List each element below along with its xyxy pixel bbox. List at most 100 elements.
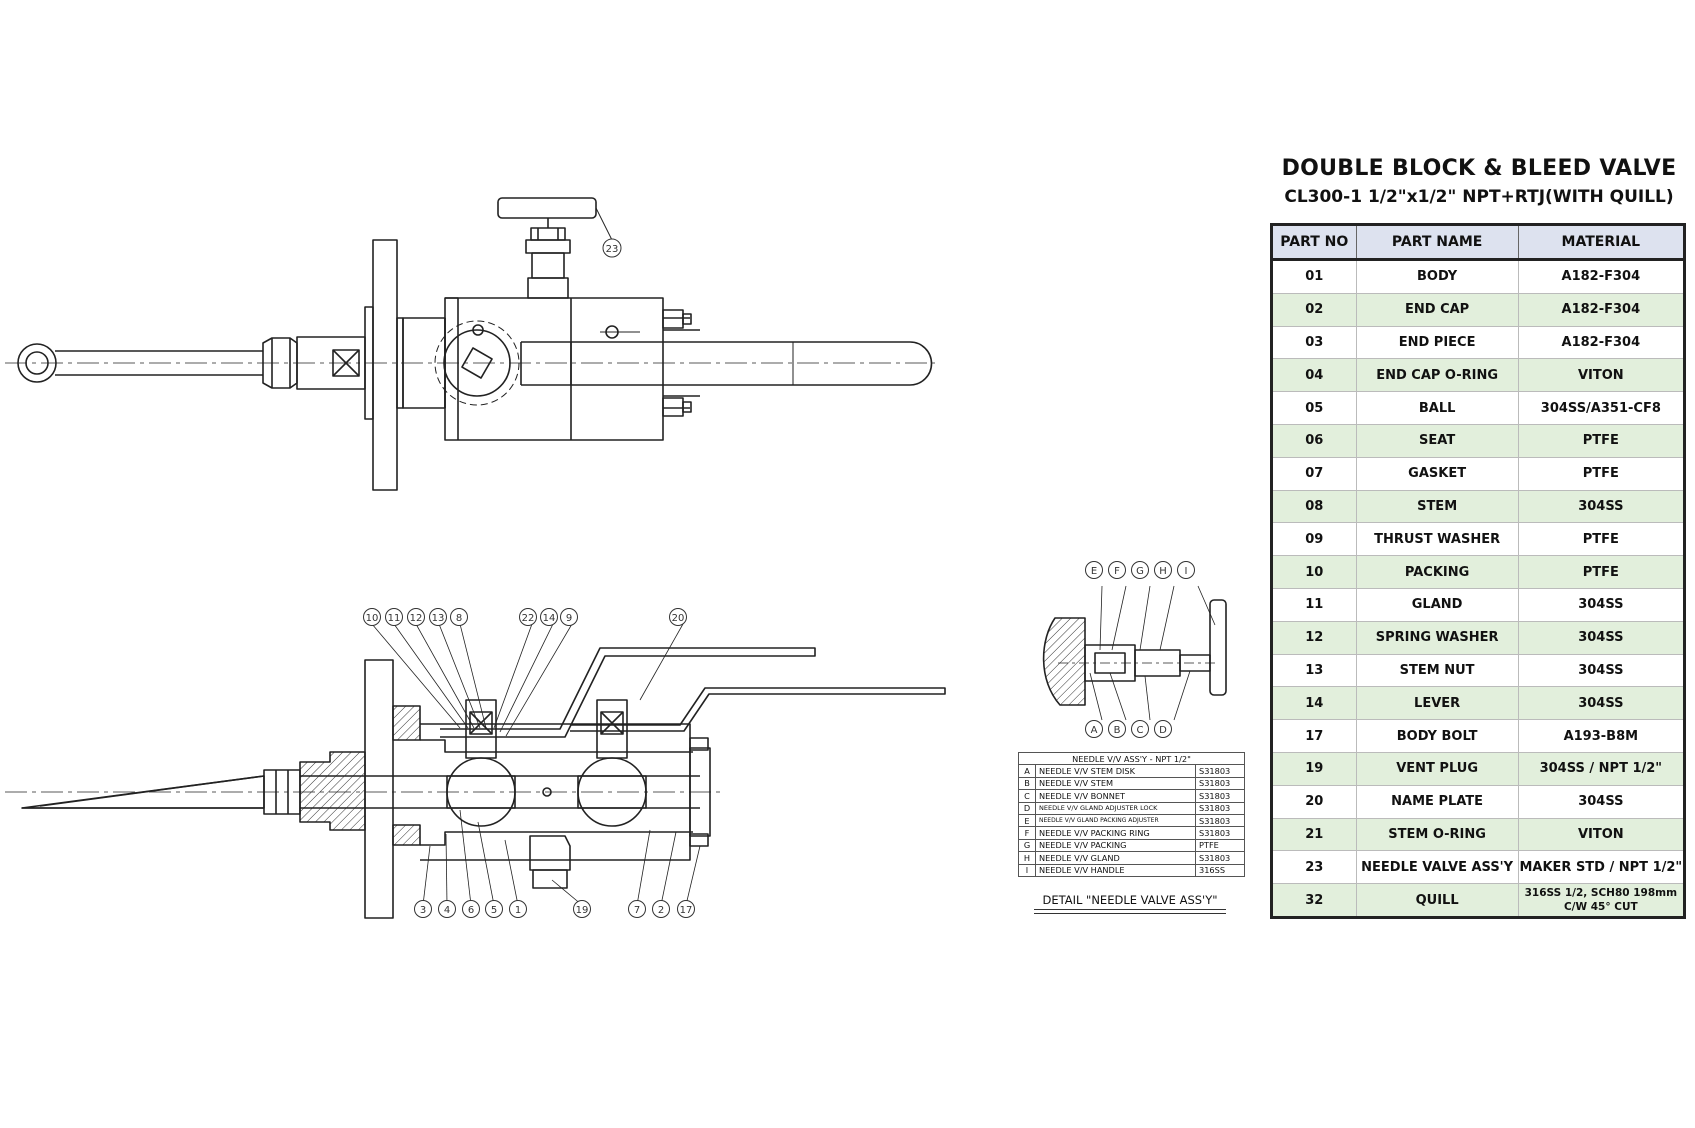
drawing-title: DOUBLE BLOCK & BLEED VALVE xyxy=(1281,156,1677,181)
material-cell: VITON xyxy=(1517,817,1686,852)
svg-text:E: E xyxy=(1091,566,1097,577)
part-no-cell: 08 xyxy=(1271,489,1357,524)
part-name-cell: SEAT xyxy=(1355,423,1519,458)
material-cell: PTFE xyxy=(1517,555,1686,589)
svg-text:22: 22 xyxy=(522,613,535,624)
material-cell: 304SS xyxy=(1517,489,1686,524)
part-name-cell: GLAND xyxy=(1355,587,1519,622)
part-no-cell: 05 xyxy=(1271,391,1357,425)
balloon: 11 xyxy=(385,608,403,626)
svg-text:1: 1 xyxy=(515,905,521,916)
svg-text:12: 12 xyxy=(410,613,423,624)
material-cell: PTFE xyxy=(1517,522,1686,557)
part-no-cell: 23 xyxy=(1271,850,1357,885)
part-no-cell: 14 xyxy=(1271,686,1357,721)
balloon: F xyxy=(1108,561,1126,579)
part-no-cell: 32 xyxy=(1271,883,1357,918)
part-name-cell: THRUST WASHER xyxy=(1355,522,1519,557)
title-block: DOUBLE BLOCK & BLEED VALVE CL300-1 1/2"x… xyxy=(1270,156,1688,207)
material-cell: 304SS xyxy=(1517,784,1686,819)
svg-text:D: D xyxy=(1159,725,1167,736)
svg-text:20: 20 xyxy=(672,613,685,624)
section-view xyxy=(5,623,946,919)
material-cell: 304SS/A351-CF8 xyxy=(1517,391,1686,425)
part-no-cell: 10 xyxy=(1271,555,1357,589)
part-name-cell: END CAP xyxy=(1355,292,1519,327)
svg-text:4: 4 xyxy=(444,905,450,916)
material-cell: MAKER STD / NPT 1/2" xyxy=(1517,850,1686,885)
balloon: H xyxy=(1154,561,1172,579)
balloon: 20 xyxy=(669,608,687,626)
svg-text:7: 7 xyxy=(634,905,640,916)
svg-text:9: 9 xyxy=(566,613,572,624)
needle-table-title: NEEDLE V/V ASS'Y - NPT 1/2" xyxy=(1018,751,1245,766)
balloon: 10 xyxy=(363,608,381,626)
part-name-cell: STEM O-RING xyxy=(1355,817,1519,852)
part-name-cell: STEM NUT xyxy=(1355,653,1519,688)
balloon: A xyxy=(1085,720,1103,738)
part-name-cell: PACKING xyxy=(1355,555,1519,589)
part-no-cell: 17 xyxy=(1271,719,1357,753)
material-cell: 304SS xyxy=(1517,620,1686,655)
svg-text:3: 3 xyxy=(420,905,426,916)
detail-caption-text: DETAIL "NEEDLE VALVE ASS'Y" xyxy=(1034,893,1226,910)
part-no-cell: 07 xyxy=(1271,456,1357,491)
part-name-cell: END PIECE xyxy=(1355,325,1519,360)
top-view xyxy=(5,197,935,491)
part-name-cell: STEM xyxy=(1355,489,1519,524)
part-name-cell: LEVER xyxy=(1355,686,1519,721)
balloon: C xyxy=(1131,720,1149,738)
balloon: I xyxy=(1177,561,1195,579)
material-cell: 304SS / NPT 1/2" xyxy=(1517,751,1686,786)
balloon: 2 xyxy=(652,900,670,918)
material-cell: A182-F304 xyxy=(1517,325,1686,360)
svg-text:I: I xyxy=(1185,566,1188,577)
caption-underline xyxy=(1034,910,1226,914)
balloon: 19 xyxy=(573,900,591,918)
svg-text:6: 6 xyxy=(468,905,474,916)
material-cell: VITON xyxy=(1517,358,1686,393)
part-name-cell: SPRING WASHER xyxy=(1355,620,1519,655)
material-cell: 304SS xyxy=(1517,587,1686,622)
balloon: 3 xyxy=(414,900,432,918)
part-name-cell: BODY BOLT xyxy=(1355,719,1519,753)
part-no-cell: 13 xyxy=(1271,653,1357,688)
svg-text:23: 23 xyxy=(606,244,619,255)
material-cell: 304SS xyxy=(1517,653,1686,688)
part-no-cell: 19 xyxy=(1271,751,1357,786)
balloon: 9 xyxy=(560,608,578,626)
svg-text:H: H xyxy=(1159,566,1167,577)
part-no-cell: 09 xyxy=(1271,522,1357,557)
svg-text:10: 10 xyxy=(366,613,379,624)
svg-text:17: 17 xyxy=(680,905,693,916)
col-header-material: MATERIAL xyxy=(1517,224,1686,261)
part-no-cell: 11 xyxy=(1271,587,1357,622)
detail-caption: DETAIL "NEEDLE VALVE ASS'Y" xyxy=(1034,893,1226,914)
part-no-cell: 20 xyxy=(1271,784,1357,819)
svg-text:C: C xyxy=(1137,725,1144,736)
part-no-cell: 04 xyxy=(1271,358,1357,393)
svg-text:F: F xyxy=(1114,566,1120,577)
part-no-cell: 06 xyxy=(1271,423,1357,458)
